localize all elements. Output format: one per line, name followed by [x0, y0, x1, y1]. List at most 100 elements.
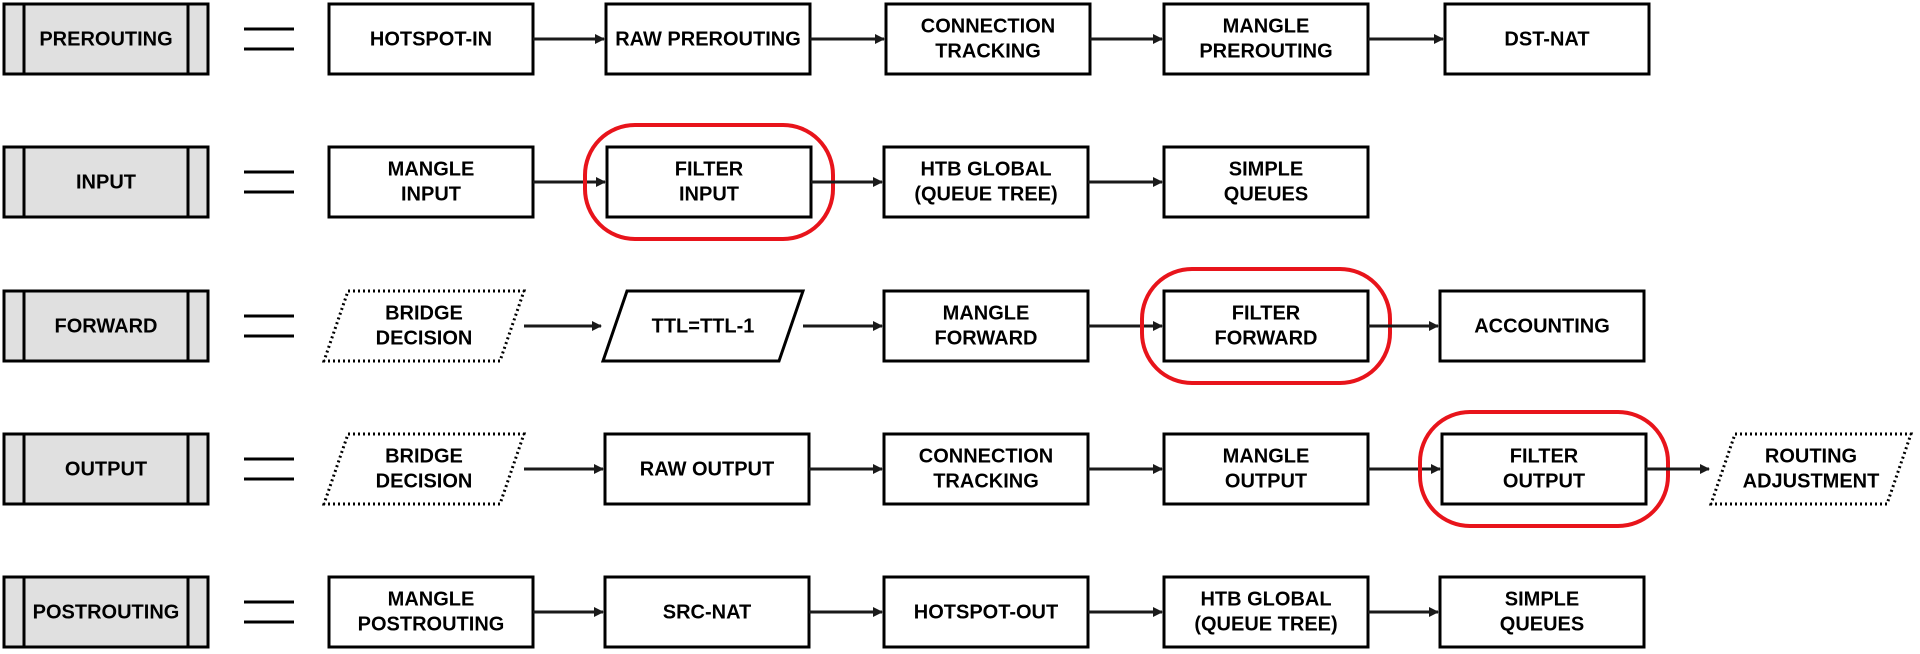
step-connection-tracking: CONNECTION TRACKING: [882, 432, 1090, 506]
step-raw-prerouting: RAW PREROUTING: [604, 2, 812, 76]
step-label: (QUEUE TREE): [914, 183, 1057, 205]
step-box: [1162, 289, 1370, 363]
step-label: ADJUSTMENT: [1743, 470, 1880, 492]
step-box: [882, 432, 1090, 506]
step-label: OUTPUT: [1225, 470, 1307, 492]
step-label: OUTPUT: [1503, 470, 1585, 492]
step-simple-queues: SIMPLE QUEUES: [1438, 575, 1646, 649]
step-box: [1162, 432, 1370, 506]
step-label: FILTER: [675, 158, 744, 180]
chain-name: POSTROUTING: [33, 601, 180, 623]
step-box: [882, 575, 1090, 649]
step-label: QUEUES: [1500, 613, 1584, 635]
step-label: ROUTING: [1765, 445, 1857, 467]
step-box: [1162, 575, 1370, 649]
step-label: SIMPLE: [1229, 158, 1303, 180]
step-filter-output: FILTER OUTPUT: [1418, 410, 1670, 528]
chain-box: [2, 2, 210, 76]
chain-box: [2, 432, 210, 506]
step-label: DST-NAT: [1504, 28, 1589, 50]
step-label: TRACKING: [935, 40, 1041, 62]
step-filter-input: FILTER INPUT: [583, 123, 835, 241]
step-label: SRC-NAT: [663, 601, 752, 623]
step-label: BRIDGE: [385, 302, 463, 324]
step-label: MANGLE: [388, 588, 475, 610]
step-mangle-forward: MANGLE FORWARD: [882, 289, 1090, 363]
equals-sign: [244, 457, 294, 481]
step-label: MANGLE: [943, 302, 1030, 324]
step-label: (QUEUE TREE): [1194, 613, 1337, 635]
step-label: MANGLE: [1223, 445, 1310, 467]
step-box: [604, 2, 812, 76]
step-box: [1438, 289, 1646, 363]
step-parallelogram: [1708, 432, 1914, 506]
step-label: RAW OUTPUT: [640, 458, 774, 480]
step-box: [1162, 145, 1370, 219]
step-mangle-input: MANGLE INPUT: [327, 145, 535, 219]
chain-label-input: INPUT: [2, 145, 210, 219]
chain-name: FORWARD: [55, 315, 158, 337]
step-label: SIMPLE: [1505, 588, 1579, 610]
step-label: MANGLE: [388, 158, 475, 180]
step-label: INPUT: [679, 183, 739, 205]
step-label: POSTROUTING: [358, 613, 505, 635]
equals-sign: [244, 600, 294, 624]
step-label: FORWARD: [935, 327, 1038, 349]
step-box: [882, 145, 1090, 219]
equals-sign: [244, 314, 294, 338]
equals-sign: [244, 170, 294, 194]
chain-label-output: OUTPUT: [2, 432, 210, 506]
step-label: HTB GLOBAL: [920, 158, 1051, 180]
step-hotspot-in: HOTSPOT-IN: [327, 2, 535, 76]
chain-label-postrouting: POSTROUTING: [2, 575, 210, 649]
chain-name: PREROUTING: [39, 28, 172, 50]
step-label: INPUT: [401, 183, 461, 205]
step-label: HOTSPOT-IN: [370, 28, 492, 50]
step-mangle-prerouting: MANGLE PREROUTING: [1162, 2, 1370, 76]
step-label: DECISION: [376, 470, 473, 492]
step-label: RAW PREROUTING: [615, 28, 801, 50]
step-parallelogram: [321, 432, 527, 506]
step-routing-adjustment: ROUTING ADJUSTMENT: [1708, 432, 1914, 506]
step-label: TRACKING: [933, 470, 1039, 492]
step-htb-global-queue-tree: HTB GLOBAL(QUEUE TREE): [1162, 575, 1370, 649]
step-label: MANGLE: [1223, 15, 1310, 37]
chain-box: [2, 289, 210, 363]
row-prerouting: PREROUTING HOTSPOT-IN RAW PREROUTING CONNEC…: [2, 2, 1651, 76]
step-label: QUEUES: [1224, 183, 1308, 205]
step-label: PREROUTING: [1199, 40, 1332, 62]
equals-sign: [244, 27, 294, 51]
step-box: [1162, 2, 1370, 76]
step-label: ACCOUNTING: [1474, 315, 1610, 337]
step-ttl-ttl-1: TTL=TTL-1: [600, 289, 806, 363]
row-output: OUTPUT BRIDGE DECISION RAW OUTPUT CONNECTION…: [2, 410, 1914, 528]
step-mangle-output: MANGLE OUTPUT: [1162, 432, 1370, 506]
step-label: CONNECTION: [919, 445, 1053, 467]
step-box: [1438, 575, 1646, 649]
step-bridge-decision: BRIDGE DECISION: [321, 432, 527, 506]
step-parallelogram: [321, 289, 527, 363]
step-label: HOTSPOT-OUT: [914, 601, 1058, 623]
step-box: [882, 289, 1090, 363]
step-parallelogram: [600, 289, 806, 363]
step-box: [327, 575, 535, 649]
step-box: [884, 2, 1092, 76]
chain-name: INPUT: [76, 171, 136, 193]
chain-box: [2, 575, 210, 649]
step-hotspot-out: HOTSPOT-OUT: [882, 575, 1090, 649]
step-simple-queues: SIMPLE QUEUES: [1162, 145, 1370, 219]
chain-box: [2, 145, 210, 219]
step-label: FILTER: [1510, 445, 1579, 467]
step-src-nat: SRC-NAT: [603, 575, 811, 649]
step-box: [605, 145, 813, 219]
row-postrouting: POSTROUTING MANGLE POSTROUTING SRC-NAT HOTSP…: [2, 575, 1646, 649]
step-box: [1443, 2, 1651, 76]
chain-label-forward: FORWARD: [2, 289, 210, 363]
step-htb-global-queue-tree: HTB GLOBAL (QUEUE TREE): [882, 145, 1090, 219]
step-label: BRIDGE: [385, 445, 463, 467]
chain-name: OUTPUT: [65, 458, 147, 480]
step-accounting: ACCOUNTING: [1438, 289, 1646, 363]
